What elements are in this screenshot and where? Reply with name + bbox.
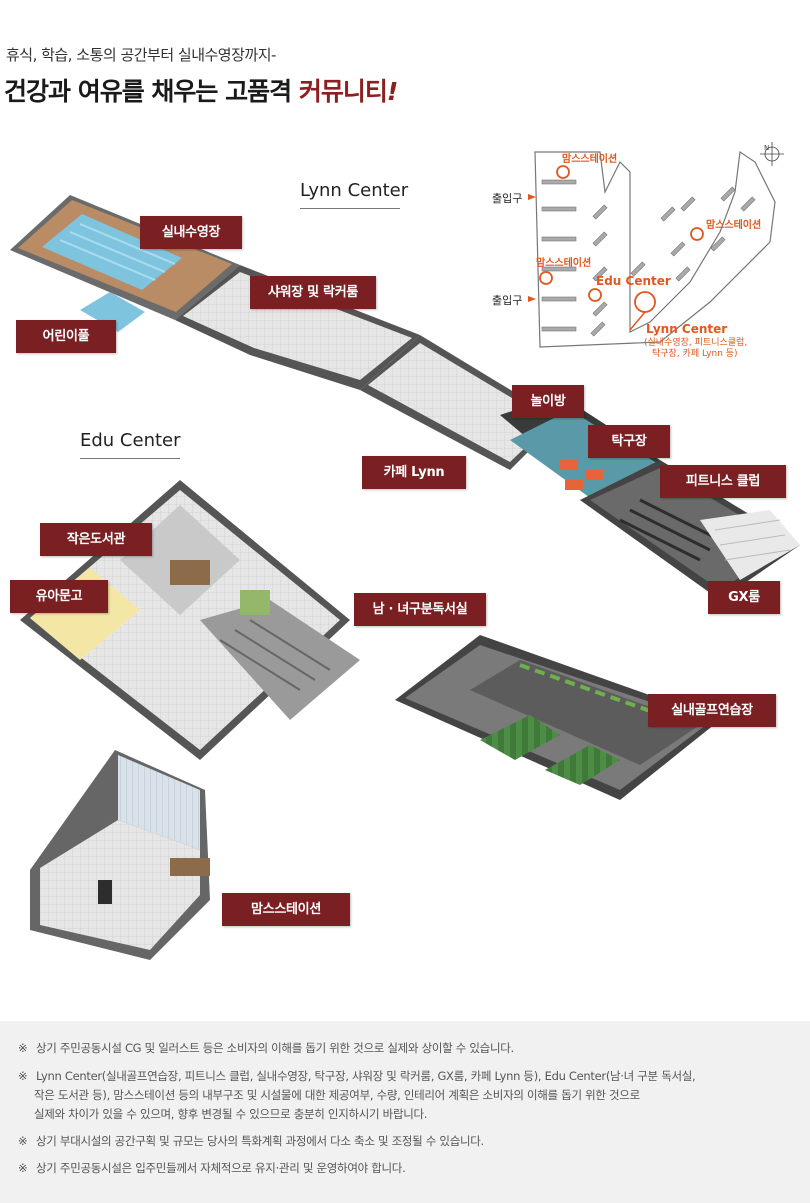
label-golf-range: 실내골프연습장	[648, 694, 776, 727]
note-4: ※상기 주민공동시설은 입주민들께서 자체적으로 유지·관리 및 운영하여야 합…	[18, 1159, 406, 1178]
title-main: 건강과 여유를 채우는 고품격	[4, 77, 299, 106]
site-map-drawing	[528, 142, 784, 348]
lynn-center-title: Lynn Center	[300, 180, 409, 201]
label-kids-library: 유아문고	[10, 580, 108, 613]
note-mark: ※	[18, 1134, 28, 1148]
pool-water	[42, 214, 182, 290]
map-edu-center: Edu Center	[596, 274, 671, 288]
disclaimer-notes: ※상기 주민공동시설 CG 및 일러스트 등은 소비자의 이해를 돕기 위한 것…	[0, 1021, 810, 1203]
page-title: 건강과 여유를 채우는 고품격 커뮤니티!	[4, 72, 398, 108]
lynn-center-building	[10, 195, 800, 600]
golf-range-building	[395, 635, 720, 800]
label-small-library: 작은도서관	[40, 523, 152, 556]
note-1: ※상기 주민공동시설 CG 및 일러스트 등은 소비자의 이해를 돕기 위한 것…	[18, 1039, 514, 1058]
map-lynn-sub-1: (실내수영장, 피트니스클럽,	[644, 338, 748, 348]
map-moms-station-2: 맘스스테이션	[706, 220, 762, 231]
label-indoor-pool: 실내수영장	[140, 216, 242, 249]
map-moms-station-3: 맘스스테이션	[536, 258, 592, 269]
kids-library-floor	[30, 568, 140, 660]
edu-center-building	[20, 480, 360, 760]
map-lynn-center: Lynn Center	[646, 322, 728, 336]
label-fitness-club: 피트니스 클럽	[660, 465, 786, 498]
subtitle: 휴식, 학습, 소통의 공간부터 실내수영장까지-	[6, 46, 276, 64]
map-lynn-sub-2: 탁구장, 카페 Lynn 등)	[652, 349, 738, 359]
edu-center-leader	[80, 458, 180, 459]
label-cafe-lynn: 카페 Lynn	[362, 456, 466, 489]
map-entrance-bottom: 출입구	[492, 294, 523, 307]
north-icon: N	[764, 144, 770, 152]
title-accent: 커뮤니티	[298, 77, 388, 106]
label-moms-station: 맘스스테이션	[222, 893, 350, 926]
label-gx-room: GX룸	[708, 581, 780, 614]
note-3: ※상기 부대시설의 공간구획 및 규모는 당사의 특화계획 과정에서 다소 축소…	[18, 1132, 484, 1151]
map-moms-station-1: 맘스스테이션	[562, 154, 618, 165]
study-room-floor	[200, 600, 360, 720]
note-mark: ※	[18, 1041, 28, 1055]
label-kids-pool: 어린이풀	[16, 320, 116, 353]
gx-room-floor	[700, 510, 800, 580]
site-map: 출입구 출입구 맘스스테이션 맘스스테이션 맘스스테이션 Edu Center …	[480, 132, 800, 382]
note-mark: ※	[18, 1069, 28, 1083]
label-study-room: 남 · 녀구분독서실	[354, 593, 486, 626]
label-playroom: 놀이방	[512, 385, 584, 418]
moms-station-building	[30, 750, 210, 960]
edu-center-title: Edu Center	[80, 430, 181, 451]
title-exclamation: !	[386, 77, 398, 106]
label-table-tennis: 탁구장	[588, 425, 670, 458]
label-shower-locker: 샤워장 및 락커룸	[250, 276, 376, 309]
note-mark: ※	[18, 1161, 28, 1175]
note-2: ※Lynn Center(실내골프연습장, 피트니스 클럽, 실내수영장, 탁구…	[18, 1069, 696, 1121]
kids-pool-water	[80, 292, 145, 332]
lynn-center-leader	[300, 208, 400, 209]
map-entrance-top: 출입구	[492, 192, 523, 205]
